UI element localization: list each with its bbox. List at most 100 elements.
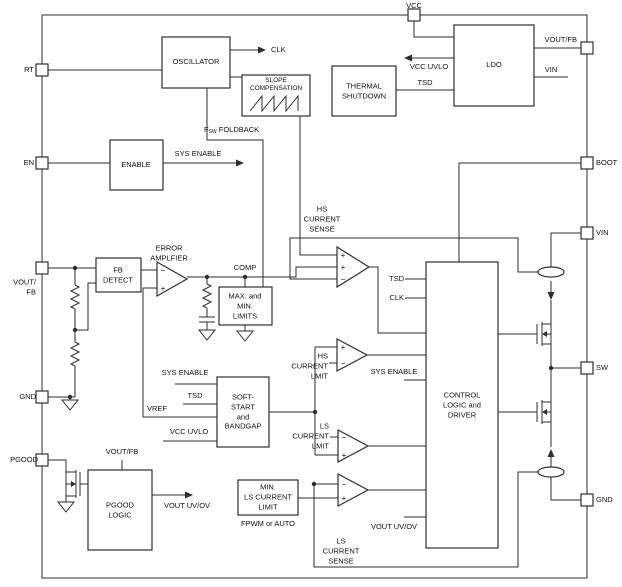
ls-sense-element (537, 466, 565, 478)
vout-uvov-control-label: VOUT UV/OV (370, 522, 418, 532)
plus-sign: + (342, 494, 347, 503)
pin-sw (580, 361, 594, 375)
clk-control-label: CLK (389, 293, 404, 303)
oscillator-label: OSCILLATOR (172, 57, 220, 67)
pin-label-vout-fb-right: VOUT/FB (544, 35, 577, 45)
thermal-shutdown-box (331, 65, 397, 117)
hs-mosfet (536, 322, 551, 346)
pin-label-vcc: VCC (406, 1, 422, 11)
pin-pgood (35, 453, 49, 467)
slope-compensation-label: SLOPE COMPENSATION (249, 76, 303, 92)
soft-start-label: SOFT- START and BANDGAP (224, 392, 262, 431)
control-logic-box (425, 261, 499, 549)
current-sense-elements (537, 266, 565, 478)
error-amplifier-symbol (156, 260, 189, 298)
max-min-limits-label: MAX. and MIN. LIMITS (228, 291, 262, 320)
pin-gnd-left (35, 390, 49, 404)
vcc-uvlo-ss-label: VCC UVLO (169, 427, 209, 437)
wires (48, 21, 581, 568)
pin-label-rt: RT (24, 65, 34, 75)
pin-label-boot: BOOT (596, 158, 618, 168)
min-ls-limit-box (237, 479, 299, 516)
max-min-limits-box (218, 286, 273, 326)
tsd-ss-label: TSD (187, 391, 203, 401)
pins (35, 8, 594, 507)
minus-sign: − (161, 266, 166, 275)
min-ls-limit-label: MIN. LS CURRENT LIMIT (244, 482, 292, 511)
pin-boot (580, 156, 594, 170)
hs-current-sense-label: HS CURRENT SENSE (303, 204, 341, 233)
sys-enable-ss-label: SYS ENABLE (161, 368, 209, 378)
plus-sign: + (161, 284, 166, 293)
pin-en (35, 156, 49, 170)
pwm-comparator-symbol (336, 245, 371, 289)
pgood-logic-box (87, 469, 153, 551)
ls-mosfet (536, 400, 551, 424)
plus-sign: + (341, 251, 346, 260)
fsw-foldback-label: FSW FOLDBACK (204, 124, 260, 135)
pin-label-vout-fb-left: VOUT/ FB (13, 277, 36, 296)
minus-sign: − (341, 359, 346, 368)
fb-detect-label: FB DETECT (103, 265, 133, 284)
ldo-label: LDO (486, 60, 502, 70)
rc-network (199, 283, 215, 323)
enable-label: ENABLE (121, 160, 151, 170)
ls-current-limit-label: LS CURRENT LMIT (292, 421, 329, 450)
hs-current-limit-comparator (336, 338, 369, 372)
plus-sign: + (341, 263, 346, 272)
minus-sign: − (341, 275, 346, 284)
pin-label-pgood: PGOOD (10, 455, 38, 465)
pin-vout-fb-left (35, 261, 49, 275)
resistor-divider (69, 284, 81, 367)
pgood-voutfb-label: VOUT/FB (105, 447, 139, 457)
tsd-control-label: TSD (389, 274, 404, 284)
pgood-mosfet (65, 470, 81, 498)
down-arrow (547, 292, 555, 300)
fpwm-auto-label: FPWM or AUTO (240, 519, 296, 529)
blocks (87, 24, 535, 551)
min-ls-comparator (337, 473, 370, 507)
pin-vin (580, 226, 594, 240)
sys-enable-control-label: SYS ENABLE (370, 367, 418, 377)
enable-box (109, 139, 164, 191)
hs-current-limit-label: HS CURRENT LMIT (291, 351, 328, 380)
ldo-vin-label: VIN (544, 65, 558, 75)
comparators: − + + + − + − − + − + (156, 245, 371, 507)
chip-border (41, 14, 588, 579)
vref-label: VREF (146, 404, 168, 414)
soft-start-box (216, 376, 270, 448)
minus-sign: − (342, 433, 347, 442)
fb-detect-box (95, 257, 142, 293)
tsd-label: TSD (417, 78, 433, 88)
thermal-shutdown-label: THERMAL SHUTDOWN (341, 81, 387, 100)
pgood-logic-label: PGOOD LOGIC (106, 500, 134, 519)
comp-label: COMP (233, 263, 257, 273)
minus-sign: − (342, 480, 347, 489)
oscillator-box (161, 36, 231, 89)
clk-label: CLK (271, 45, 286, 55)
ls-current-limit-comparator (337, 429, 370, 463)
pin-gnd-right (580, 493, 594, 507)
pin-rt (35, 63, 49, 77)
junction-dots (67, 265, 554, 487)
up-arrow (547, 449, 555, 457)
pin-label-en: EN (23, 158, 34, 168)
hs-sense-element (537, 266, 565, 278)
vcc-uvlo-arrow (404, 54, 412, 62)
pin-label-gnd-left: GND (19, 392, 36, 402)
clk-arrow (258, 46, 266, 54)
ground-symbols (56, 329, 255, 513)
vcc-uvlo-label: VCC UVLO (409, 62, 449, 72)
ldo-box (453, 24, 535, 107)
plus-sign: + (342, 451, 347, 460)
pin-label-gnd-right: GND (596, 495, 613, 505)
control-logic-label: CONTROL LOGIC and DRIVER (443, 390, 481, 419)
plus-sign: + (341, 343, 346, 352)
pgood-vout-uvov-label: VOUT UV/OV (163, 501, 211, 511)
pin-label-vin: VIN (596, 228, 609, 238)
error-amplifier-label: ERROR AMPLFIER (150, 243, 188, 262)
sys-enable-label: SYS ENABLE (174, 149, 222, 159)
arrowheads (185, 46, 412, 499)
